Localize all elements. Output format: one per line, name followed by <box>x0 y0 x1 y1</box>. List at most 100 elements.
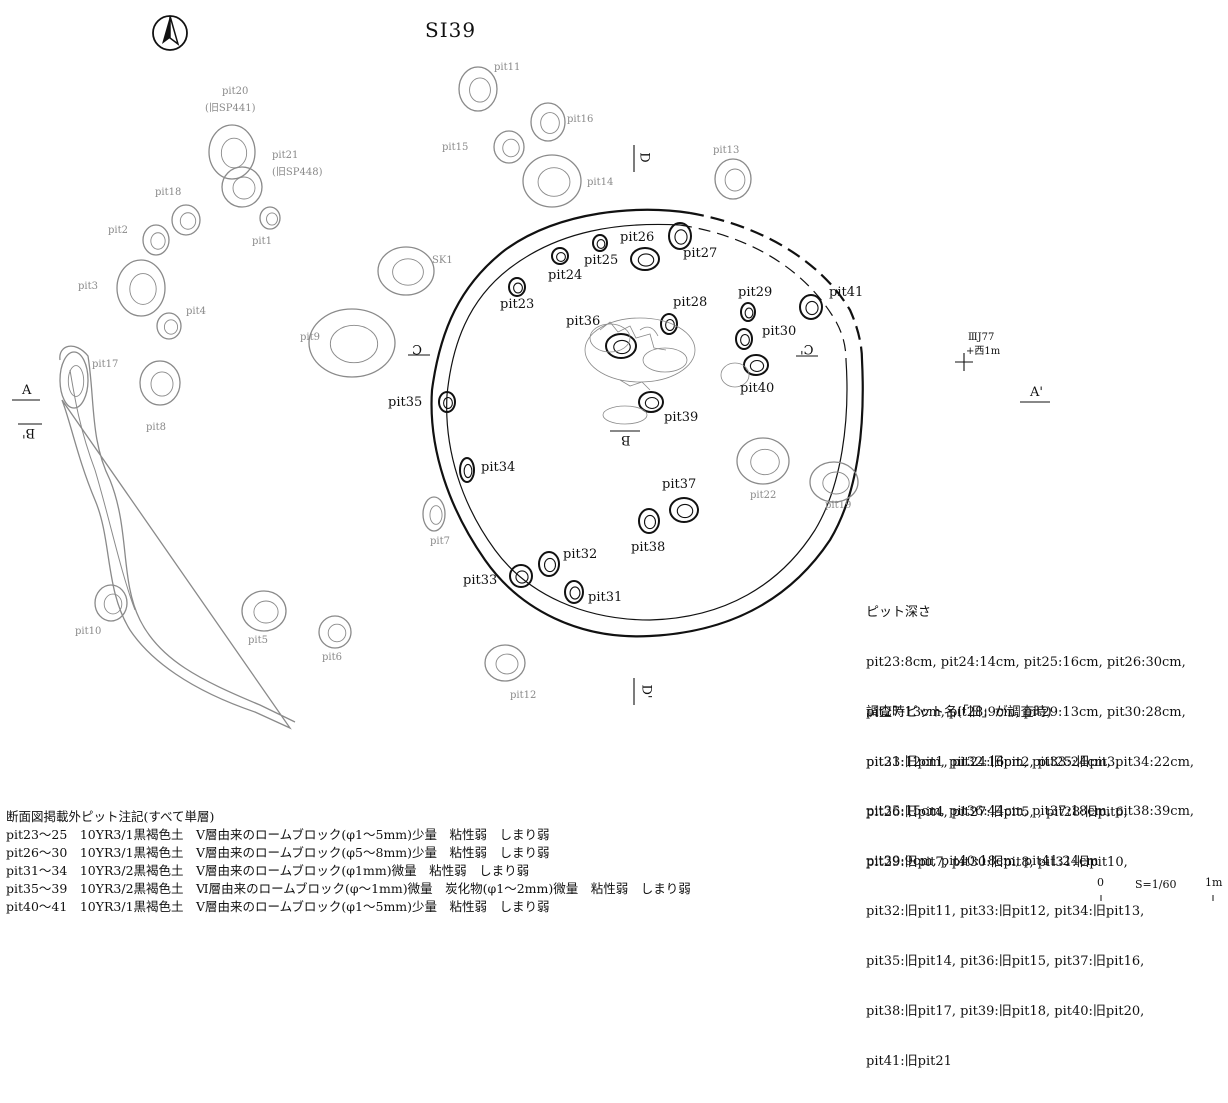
pit25-label: pit25 <box>584 253 619 268</box>
section-notes-line: pit26～30 10YR3/1黒褐色土 Ⅴ層由来のロームブロック(φ5～8mm… <box>6 845 550 860</box>
name-legend-line: pit41:旧pit21 <box>866 1053 952 1069</box>
section-notes-line: pit31～34 10YR3/2黒褐色土 Ⅴ層由来のロームブロック(φ1mm)微… <box>6 863 530 878</box>
depth-legend-line: pit27:13cm, pit28:9cm, pit29:13cm, pit30… <box>866 704 1186 720</box>
section-a-prime-label: A' <box>1030 385 1043 400</box>
pit36-base <box>613 339 631 355</box>
pit30-outline <box>735 328 753 350</box>
pit32-outline <box>538 551 560 577</box>
pit23-outline <box>508 277 526 297</box>
pit29-label: pit29 <box>738 285 773 300</box>
pit29-base <box>744 307 754 319</box>
name-legend-line: pit23:旧pit1, pit24:旧pit2, pit25:旧pit3, <box>866 754 1120 770</box>
depth-legend: ピット深さ pit23:8cm, pit24:14cm, pit25:16cm,… <box>866 572 1194 904</box>
pit32-base <box>543 557 557 573</box>
pit1-label: pit1 <box>252 236 272 247</box>
depth-legend-line: pit31:12cm, pit32:16cm, pit33:24cm, pit3… <box>866 754 1195 770</box>
pit5-outline <box>241 590 287 632</box>
pit15-label: pit15 <box>442 142 469 153</box>
grid-marker-label: ⅢJ77 <box>968 332 995 343</box>
pit5-label: pit5 <box>248 635 268 646</box>
section-b-prime-label: B' <box>22 425 36 440</box>
pit24-label: pit24 <box>548 268 583 283</box>
section-d-prime-label: D' <box>638 684 654 699</box>
pit19-outline <box>809 461 859 503</box>
pit31-base <box>569 586 581 600</box>
pit1-outline <box>259 206 281 230</box>
pit6-outline <box>318 615 352 649</box>
pit14-outline <box>522 154 582 208</box>
si39-inner-wall <box>446 223 848 621</box>
pit13-label: pit13 <box>713 145 740 156</box>
pit38-outline <box>638 508 660 534</box>
pit29-outline <box>740 302 756 322</box>
depth-legend-line: pit35:15cm, pit36:44cm, pit37:18cm, pit3… <box>866 804 1195 820</box>
pit17-label: pit17 <box>92 359 119 370</box>
pit3-label: pit3 <box>78 281 98 292</box>
si39-outer-wall-dashed <box>689 211 864 361</box>
pit27-label: pit27 <box>683 246 718 261</box>
north-arrow-icon <box>152 15 188 51</box>
scale-ratio-label: S=1/60 <box>1135 878 1177 891</box>
pit33-label: pit33 <box>463 573 498 588</box>
pit28-base <box>665 318 675 332</box>
pit28-outline <box>660 313 678 335</box>
pit39-label: pit39 <box>664 410 699 425</box>
pit20-label: pit20 <box>222 86 249 97</box>
pit26-outline <box>668 222 692 250</box>
pit18-base <box>179 212 197 230</box>
name-legend-line: pit35:旧pit14, pit36:旧pit15, pit37:旧pit16… <box>866 954 1145 970</box>
pit26-base <box>674 229 688 245</box>
pit21-outline <box>221 166 263 208</box>
pit32-label: pit32 <box>563 547 598 562</box>
gully-outline <box>59 345 296 730</box>
pit25-base <box>596 239 606 249</box>
burnt-cluster <box>584 317 750 425</box>
si39-outer-wall <box>430 208 864 638</box>
section-d-label: D <box>636 152 652 163</box>
pit24-outline <box>551 247 569 265</box>
pit21-base <box>232 176 256 200</box>
pit18-label: pit18 <box>155 187 182 198</box>
pit8-outline <box>139 360 181 406</box>
pit4-outline <box>156 312 182 340</box>
pit40-outline <box>743 354 769 376</box>
pit38-base <box>643 514 657 530</box>
pit35-outline <box>438 391 456 413</box>
pit10-outline <box>94 584 128 622</box>
pit7-outline <box>422 496 446 532</box>
pit20-outline <box>208 124 256 180</box>
pit25-outline <box>592 234 608 252</box>
pit15-outline <box>493 130 525 164</box>
pit31-label: pit31 <box>588 590 623 605</box>
pit31-outline <box>564 580 584 604</box>
sk1-label: SK1 <box>432 255 453 266</box>
pit20-note-label: (旧SP441) <box>205 103 256 114</box>
section-notes: 断面図掲載外ピット注記(すべて単層) pit23～25 10YR3/1黒褐色土 … <box>6 808 691 916</box>
pit12-base <box>495 653 519 675</box>
section-b-label: B <box>621 432 631 447</box>
pit41-outline <box>799 294 823 320</box>
pit34-base <box>463 463 473 479</box>
pit9-label: pit9 <box>300 332 320 343</box>
pit39-outline <box>638 391 664 413</box>
pit14-label: pit14 <box>587 177 614 188</box>
pit30-label: pit30 <box>762 324 797 339</box>
pit6-base <box>327 623 347 643</box>
scale-one-label: 1m <box>1205 876 1223 889</box>
pit10-label: pit10 <box>75 626 102 637</box>
pit6-label: pit6 <box>322 652 342 663</box>
pit1-base <box>266 212 278 226</box>
pit40-label: pit40 <box>740 381 775 396</box>
pit13-outline <box>714 158 752 200</box>
sk1-base <box>392 258 424 286</box>
section-notes-heading: 断面図掲載外ピット注記(すべて単層) <box>6 809 215 824</box>
plan-drawing <box>12 15 1214 901</box>
pit8-base <box>150 371 174 397</box>
section-notes-line: pit23～25 10YR3/1黒褐色土 Ⅴ層由来のロームブロック(φ1～5mm… <box>6 827 550 842</box>
pit3-outline <box>116 259 166 317</box>
pit41-base <box>805 300 819 316</box>
pit37-outline <box>669 497 699 523</box>
pit28-label: pit28 <box>673 295 708 310</box>
pit22-outline <box>736 437 790 485</box>
section-c-prime-label: C' <box>800 341 814 356</box>
